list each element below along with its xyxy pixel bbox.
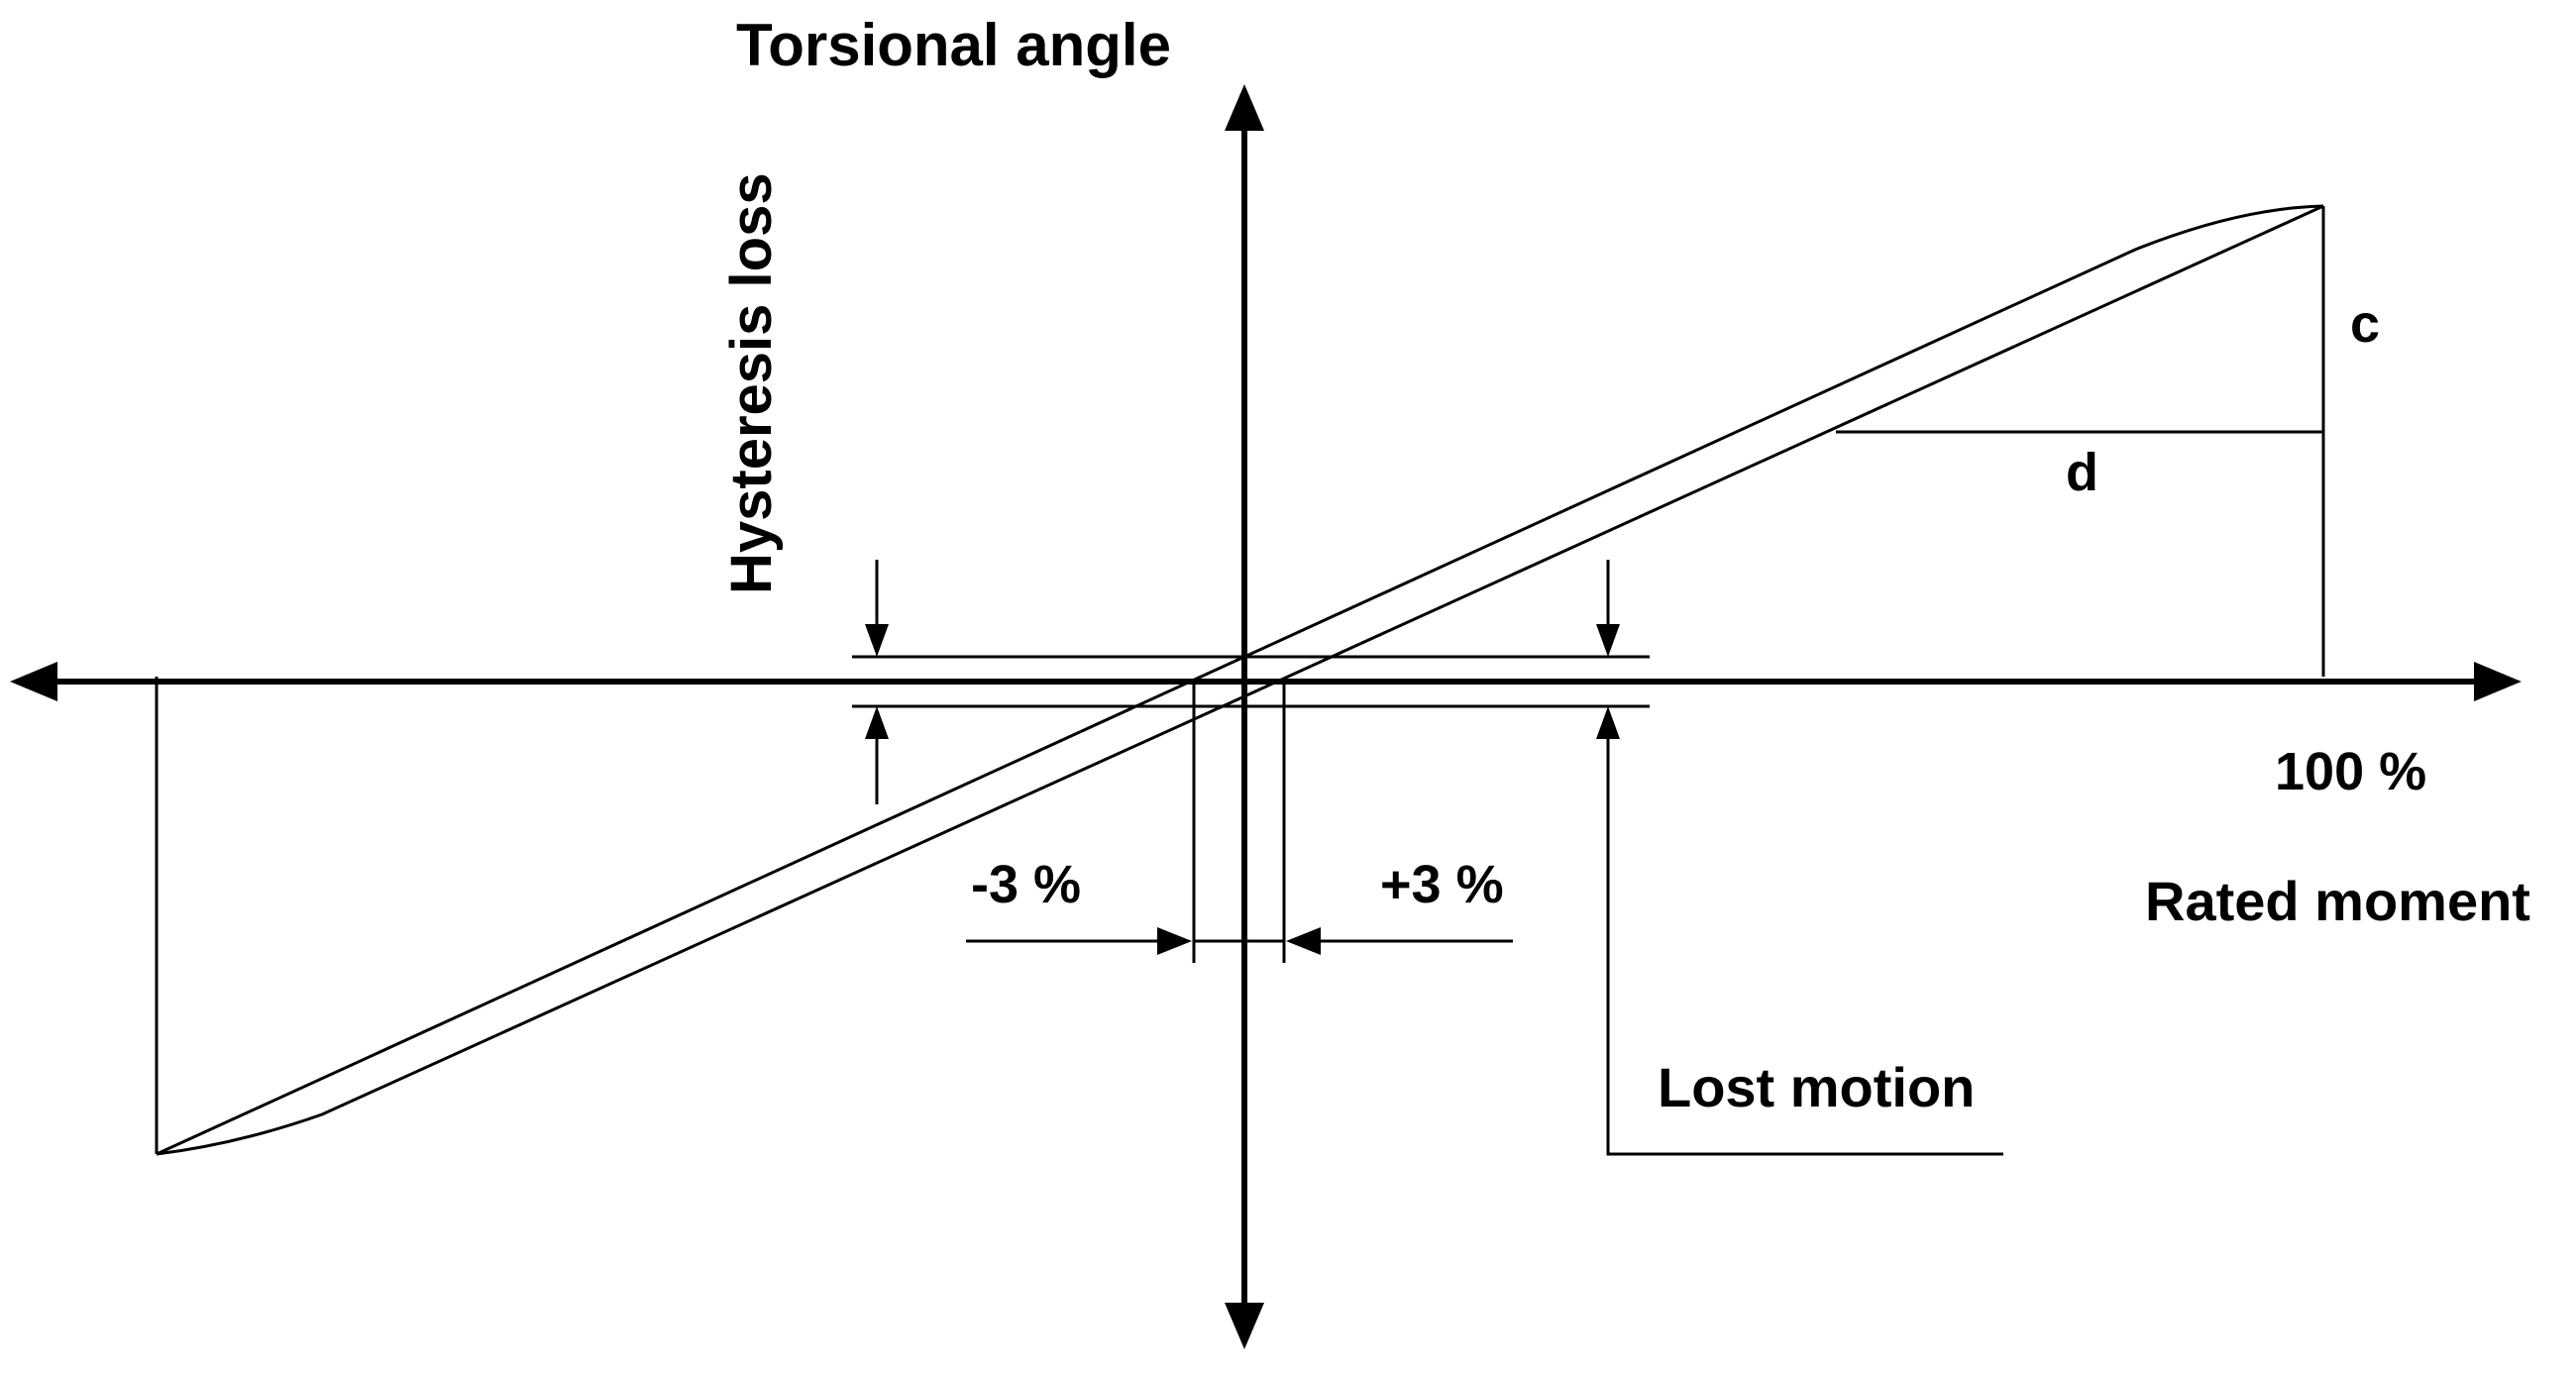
y-axis-label: Torsional angle — [736, 12, 1171, 78]
rated-percent-label: 100 % — [2275, 742, 2427, 801]
minus-three-arrow-icon — [1157, 927, 1192, 955]
hysteresis-loss-label: Hysteresis loss — [719, 172, 784, 594]
lost-motion-leader — [1606, 718, 2003, 1156]
y-axis-arrow-down-icon — [1225, 1303, 1264, 1349]
slope-d-label: d — [2066, 443, 2098, 502]
lost-motion-label: Lost motion — [1658, 1056, 1976, 1118]
x-axis-arrow-right-icon — [2474, 662, 2522, 701]
y-axis-arrow-up-icon — [1225, 84, 1264, 131]
slope-c-label: c — [2350, 294, 2381, 354]
lost-motion-arrow-down-icon — [1596, 624, 1620, 657]
plus-three-label: +3 % — [1380, 855, 1504, 914]
lost-motion-arrow-up-icon — [1596, 706, 1620, 739]
x-axis-arrow-left-icon — [10, 662, 57, 701]
hysteresis-arrow-up-icon — [865, 706, 889, 739]
hysteresis-loop-upper-branch — [156, 204, 2324, 1156]
x-axis-label: Rated moment — [2145, 870, 2530, 932]
plus-three-arrow-icon — [1286, 927, 1321, 955]
minus-three-label: -3 % — [971, 855, 1082, 914]
hysteresis-loop-lower-branch — [156, 204, 2324, 1156]
hysteresis-arrow-down-icon — [865, 624, 889, 657]
